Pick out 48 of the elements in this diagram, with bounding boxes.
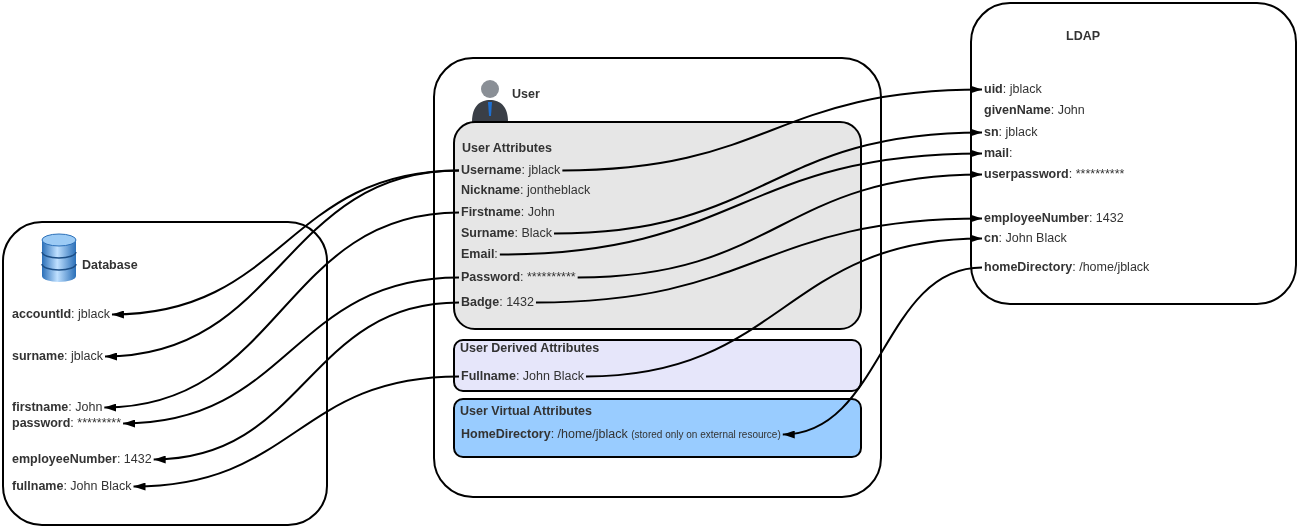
- panel-heading: LDAP: [1066, 29, 1101, 44]
- arrow: [534, 214, 983, 304]
- arrow: [576, 171, 983, 279]
- system-panel: [970, 2, 1297, 305]
- attribute-text: uid: jblack: [982, 81, 1044, 98]
- panel-heading: User: [512, 87, 540, 102]
- attribute-text: mail:: [982, 145, 1015, 162]
- attribute-text: firstname: John: [10, 399, 105, 416]
- system-panel: [2, 221, 328, 526]
- attribute-text: Password: **********: [459, 269, 578, 286]
- arrow: [104, 169, 460, 360]
- attribute-text: Fullname: John Black: [459, 368, 586, 385]
- attribute-group-panel: [453, 121, 862, 330]
- attribute-text: accountId: jblack: [10, 306, 112, 323]
- attribute-text: HomeDirectory: /home/jblack: [461, 427, 628, 441]
- arrow: [498, 149, 983, 256]
- attribute-text: employeeNumber: 1432: [982, 210, 1126, 227]
- attribute-group-panel: [453, 398, 862, 458]
- attribute-text: sn: jblack: [982, 124, 1040, 141]
- panel-heading: User Derived Attributes: [460, 341, 600, 356]
- arrow: [122, 276, 460, 427]
- arrow: [553, 129, 983, 235]
- attribute-text: Firstname: John: [459, 204, 557, 221]
- arrow: [152, 301, 460, 463]
- note-text: (stored only on external resource): [631, 429, 781, 440]
- panel-heading: User Virtual Attributes: [460, 404, 592, 419]
- attribute-text: Username: jblack: [459, 162, 563, 179]
- attribute-text: Email:: [459, 246, 500, 263]
- panel-heading: Database: [82, 258, 138, 273]
- arrow: [132, 375, 460, 490]
- arrow: [781, 266, 983, 437]
- attribute-text: surname: jblack: [10, 348, 105, 365]
- attribute-text: Surname: Black: [459, 225, 554, 242]
- attribute-group-panel: [453, 339, 862, 392]
- arrow: [584, 235, 983, 378]
- arrow: [103, 211, 460, 411]
- attribute-text: employeeNumber: 1432: [10, 451, 154, 468]
- attribute-text: Nickname: jontheblack: [459, 182, 593, 199]
- system-panel: [433, 57, 882, 498]
- panel-heading: User Attributes: [462, 141, 552, 156]
- attribute-text: Badge: 1432: [459, 294, 536, 311]
- attribute-text: cn: John Black: [982, 230, 1069, 247]
- attribute-text: homeDirectory: /home/jblack: [982, 259, 1152, 276]
- attribute-text: userpassword: **********: [982, 166, 1127, 183]
- attribute-text: givenName: John: [982, 102, 1087, 119]
- attribute-text: fullname: John Black: [10, 478, 134, 495]
- attribute-text: password: *********: [10, 415, 124, 432]
- arrow: [561, 85, 983, 172]
